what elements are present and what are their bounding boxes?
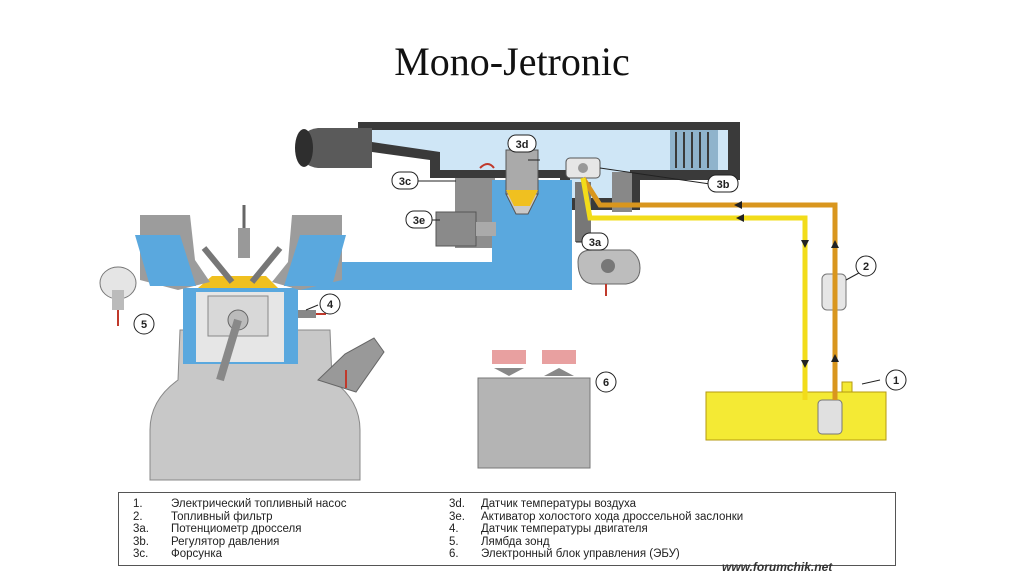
legend-text: Регулятор давления xyxy=(171,535,280,548)
callout-4-label: 4 xyxy=(327,299,334,311)
legend-item: 1. Электрический топливный насос xyxy=(133,498,346,511)
engine-temp-sensor xyxy=(298,310,326,318)
callout-1-label: 1 xyxy=(893,375,899,387)
legend-number: 1. xyxy=(133,498,143,510)
legend-number: 5. xyxy=(449,535,459,548)
pressure-regulator xyxy=(565,157,601,179)
legend-text: Электрический топливный насос xyxy=(171,498,347,510)
legend-text: Датчик температуры воздуха xyxy=(481,498,637,510)
legend-text: Лямбда зонд xyxy=(481,535,550,548)
fuel-tank xyxy=(705,381,887,441)
callout-3c: 3c xyxy=(391,171,419,190)
cylinder-head xyxy=(135,215,346,290)
air-intake-housing xyxy=(358,122,740,210)
throttle-potentiometer xyxy=(577,249,641,296)
callout-3b-label: 3b xyxy=(717,179,730,191)
legend-number: 3b. xyxy=(133,535,149,548)
callout-4: 4 xyxy=(319,293,341,315)
legend-item: 3d. Датчик температуры воздуха xyxy=(449,498,743,511)
legend-item: 3b. Регулятор давления xyxy=(133,536,346,549)
legend-left-column: 1. Электрический топливный насос 2. Топлив… xyxy=(133,498,346,561)
ecu xyxy=(477,350,591,469)
legend-number: 3d. xyxy=(449,498,465,510)
legend-item: 3e. Активатор холостого хода дроссельной … xyxy=(449,511,743,524)
legend-item: 4. Датчик температуры двигателя xyxy=(449,523,743,536)
distributor-connector xyxy=(317,337,385,393)
idle-actuator xyxy=(435,211,496,247)
legend-text: Топливный фильтр xyxy=(171,510,273,523)
injector xyxy=(479,149,539,215)
legend-number: 4. xyxy=(449,523,459,536)
legend-item: 6. Электронный блок управления (ЭБУ) xyxy=(449,548,743,561)
callout-3a-label: 3a xyxy=(589,237,602,249)
callout-2-label: 2 xyxy=(863,261,869,273)
legend-number: 3c. xyxy=(133,548,149,561)
legend-text: Потенциометр дросселя xyxy=(171,523,302,536)
legend-item: 5. Лямбда зонд xyxy=(449,536,743,549)
watermark: www.forumchik.net xyxy=(722,560,833,574)
callout-5: 5 xyxy=(133,313,155,335)
callout-2: 2 xyxy=(855,255,877,277)
legend-number: 3e. xyxy=(449,510,465,523)
engine-block xyxy=(149,276,361,481)
intake-manifold xyxy=(292,215,555,290)
spark-plug xyxy=(238,205,250,258)
legend-item: 3a. Потенциометр дросселя xyxy=(133,523,346,536)
callout-6: 6 xyxy=(595,371,617,393)
flow-arrows xyxy=(734,201,839,368)
legend-text: Датчик температуры двигателя xyxy=(481,523,648,536)
legend-number: 3a. xyxy=(133,523,149,536)
callout-3e-label: 3e xyxy=(413,215,425,227)
callout-1: 1 xyxy=(885,369,907,391)
legend-text: Форсунка xyxy=(171,548,223,561)
callout-3d-label: 3d xyxy=(516,139,529,151)
fuel-lines xyxy=(580,176,838,400)
page-title: Mono-Jetronic xyxy=(394,39,630,84)
callout-3b: 3b xyxy=(707,174,739,193)
legend-number: 6. xyxy=(449,548,459,561)
legend-item: 2. Топливный фильтр xyxy=(133,511,346,524)
legend-item: 3c. Форсунка xyxy=(133,548,346,561)
legend-right-column: 3d. Датчик температуры воздуха 3e. Активат… xyxy=(449,498,743,561)
callout-3e: 3e xyxy=(405,210,433,229)
intake-snorkel xyxy=(295,128,372,168)
callout-3d: 3d xyxy=(507,134,537,153)
legend-number: 2. xyxy=(133,510,143,523)
legend-box: 1. Электрический топливный насос 2. Топлив… xyxy=(118,492,896,566)
lambda-sensor xyxy=(99,266,137,326)
callout-5-label: 5 xyxy=(141,319,147,331)
legend-text: Активатор холостого хода дроссельной зас… xyxy=(481,510,744,523)
legend-text: Электронный блок управления (ЭБУ) xyxy=(481,548,680,561)
callout-3c-label: 3c xyxy=(399,176,411,188)
callout-6-label: 6 xyxy=(603,377,609,389)
callout-3a: 3a xyxy=(581,232,609,251)
